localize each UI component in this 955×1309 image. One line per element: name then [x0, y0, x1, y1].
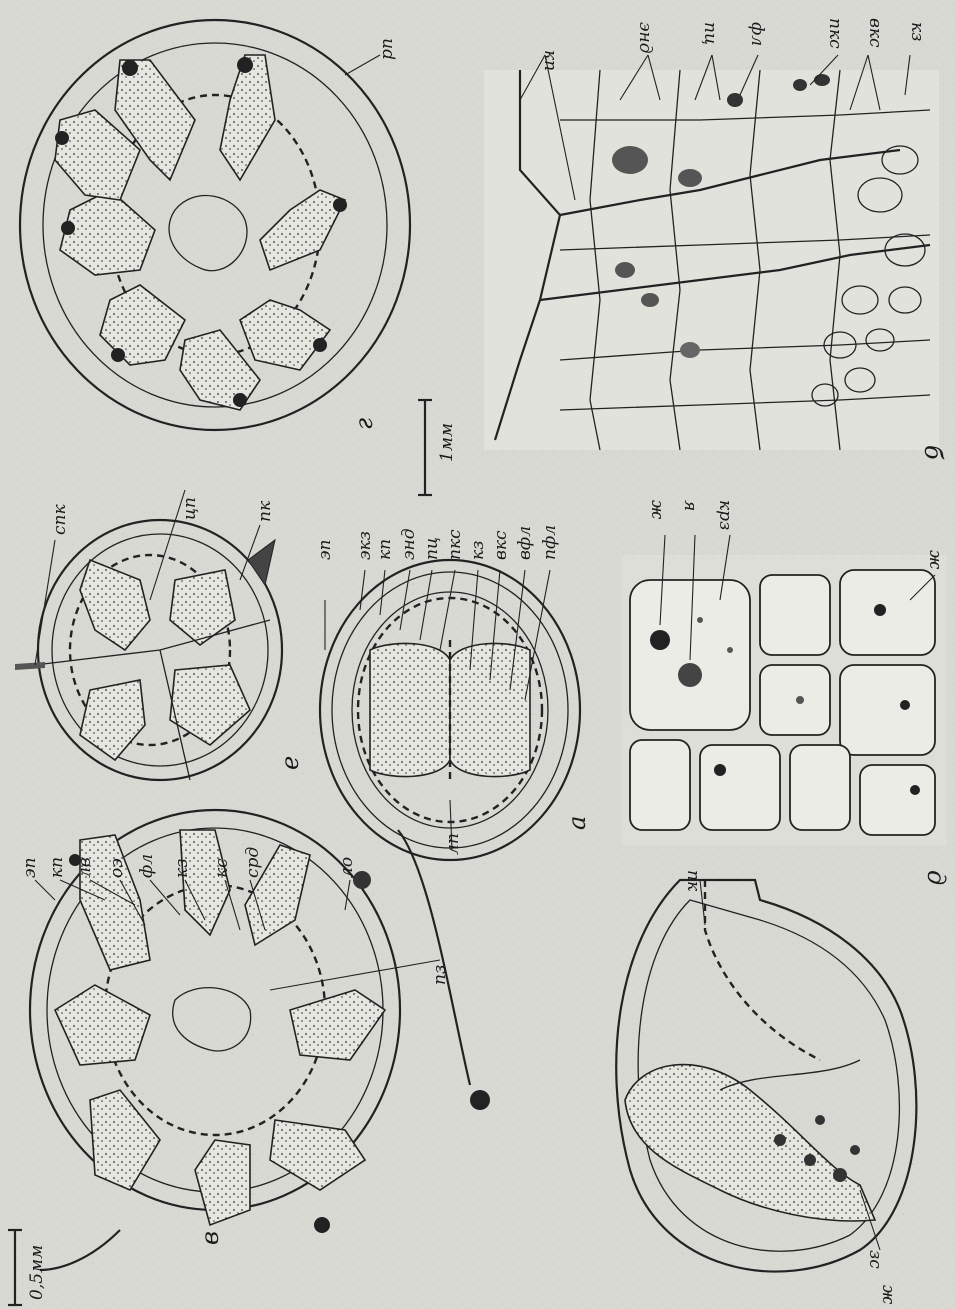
- label-a-pfl: пфл: [540, 525, 560, 560]
- label-b-pc: пц: [700, 22, 720, 45]
- label-a-kp: кп: [375, 539, 395, 560]
- label-v-kz: кз: [172, 859, 192, 878]
- label-v-srd: срд: [243, 847, 263, 878]
- label-b-kp: кп: [540, 50, 560, 71]
- label-e-cp: цп: [180, 497, 200, 520]
- label-g-rp: рп: [377, 38, 397, 60]
- label-e-pk: пк: [255, 500, 275, 522]
- panel-b-letter: б: [919, 445, 947, 460]
- panel-e-letter: е: [276, 756, 304, 770]
- panel-d-letter: д: [922, 870, 950, 885]
- label-a-vks: вкс: [491, 530, 511, 560]
- label-bottom-pk: пк: [683, 870, 703, 892]
- label-a-kz: кз: [468, 541, 488, 560]
- label-b-kz: кз: [907, 22, 927, 41]
- label-d-krz: крз: [715, 500, 735, 530]
- label-d-zh2: ж: [925, 550, 945, 570]
- label-v-pz: пз: [430, 965, 450, 985]
- label-a-end: энд: [399, 528, 419, 560]
- label-d-ya: я: [680, 500, 700, 511]
- label-v-fl: фл: [137, 854, 157, 878]
- label-a-pks: пкс: [445, 529, 465, 560]
- label-a-pc: пц: [422, 537, 442, 560]
- label-d-zh1: ж: [647, 500, 667, 520]
- label-a-lp: лп: [443, 833, 463, 855]
- label-b-end: энд: [635, 22, 655, 54]
- label-bottom-zs: зс: [865, 1250, 885, 1269]
- label-bottom-zh: ж: [878, 1285, 898, 1305]
- scale-bar-large-label: 1мм: [437, 423, 457, 462]
- label-v-ep: эп: [20, 858, 40, 878]
- label-v-lo: ло: [337, 857, 357, 878]
- label-a-ep: эп: [315, 540, 335, 560]
- label-a-vfl: вфл: [515, 526, 535, 560]
- panel-v-letter: в: [196, 1231, 224, 1245]
- label-e-spk: спк: [50, 504, 70, 535]
- label-b-pks: пкс: [825, 18, 845, 49]
- label-a-ekz: экз: [355, 531, 375, 560]
- panel-a-letter: а: [563, 816, 591, 830]
- panel-g-letter: г: [350, 418, 378, 430]
- label-v-lv: лв: [75, 857, 95, 878]
- label-v-kp: кп: [47, 857, 67, 878]
- label-b-vks: вкс: [865, 18, 885, 48]
- panel-d-tissue-section: [622, 535, 947, 845]
- panel-b-tissue-section: [484, 55, 939, 450]
- label-b-fl: фл: [747, 22, 767, 46]
- label-v-oe: оэ: [107, 858, 127, 878]
- label-v-ks: кс: [212, 858, 232, 878]
- scale-bar-small-label: 0,5мм: [27, 1245, 47, 1300]
